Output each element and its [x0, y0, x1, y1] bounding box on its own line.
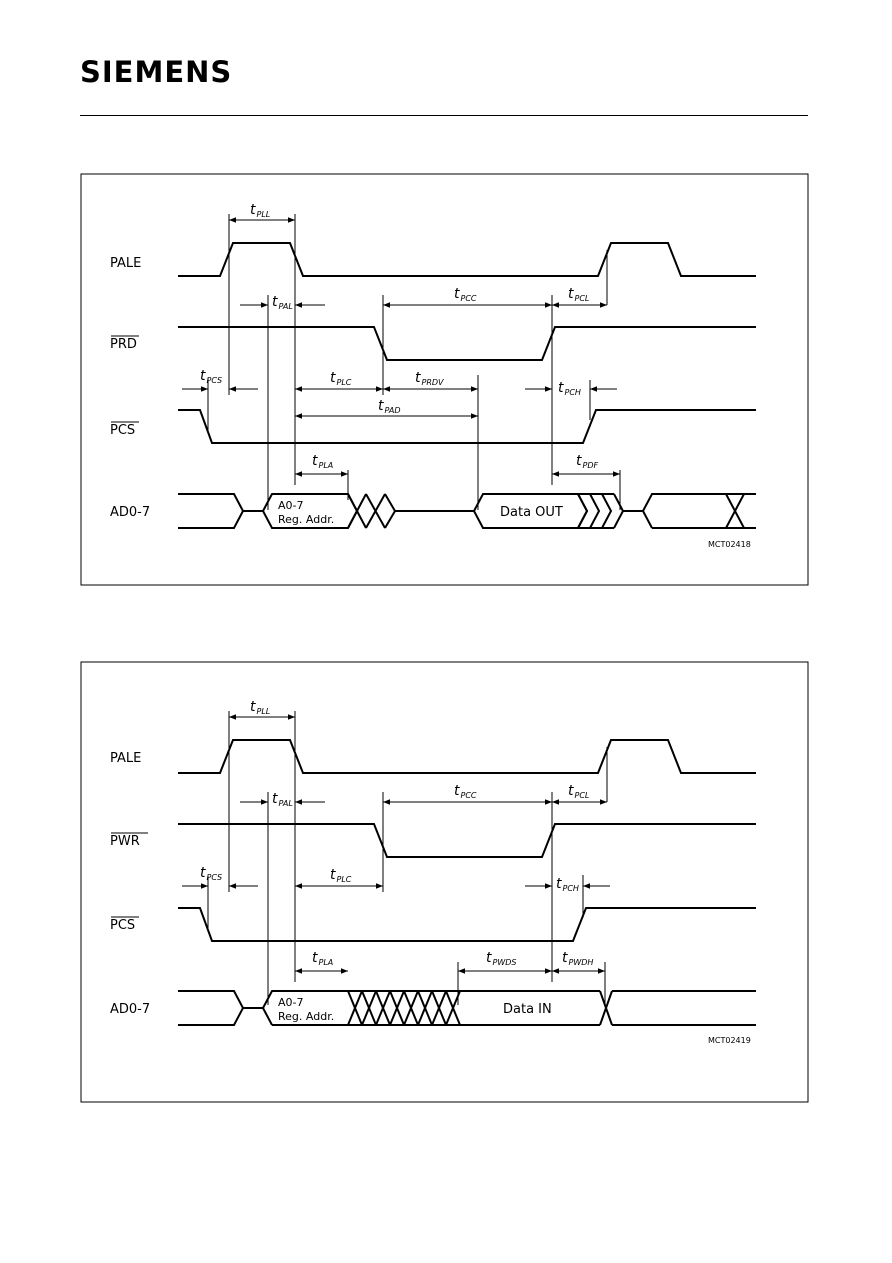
svg-text:tPRDV: tPRDV [415, 370, 444, 387]
label-pwds: PWDS [493, 958, 517, 967]
bus-label-address-2: A0-7 [278, 996, 304, 1009]
read-reference-lines [207, 214, 621, 510]
svg-text:tPDF: tPDF [576, 453, 598, 470]
write-timing-arrows [182, 714, 610, 974]
pwr-wave [178, 823, 756, 858]
svg-text:tPWDS: tPWDS [486, 950, 516, 967]
svg-text:tPCS: tPCS [200, 368, 222, 385]
label-pll-2: PLL [257, 707, 271, 716]
pcs-wave-2 [178, 907, 756, 942]
header-rule [80, 115, 808, 116]
label-pcc: PCC [461, 294, 477, 303]
ad-bus-before-2 [178, 990, 245, 1026]
ad-address-segment-2 [262, 990, 348, 1026]
svg-text:tPAD: tPAD [378, 398, 401, 415]
label-pcs: PCS [207, 376, 223, 385]
write-waveforms [178, 739, 756, 1026]
svg-text:tPLL: tPLL [250, 699, 270, 716]
signal-label-pale: PALE [110, 256, 141, 271]
svg-text:tPAL: tPAL [272, 791, 293, 808]
svg-text:tPCH: tPCH [558, 380, 581, 397]
label-pal: PAL [279, 302, 293, 311]
read-waveforms [178, 242, 756, 529]
signal-label-pcs: PCS [110, 423, 135, 438]
signal-label-prd: PRD [110, 337, 137, 352]
siemens-logo: SIEMENS [80, 55, 233, 89]
ad-bus-after-2 [612, 990, 756, 1026]
label-pll: PLL [257, 210, 271, 219]
svg-text:tPLL: tPLL [250, 202, 270, 219]
label-pla-2: PLA [319, 958, 334, 967]
figure-code-2: MCT02419 [708, 1036, 751, 1045]
signal-label-ad-2: AD0-7 [110, 1002, 150, 1017]
svg-text:tPCC: tPCC [454, 783, 477, 800]
prd-wave [178, 326, 756, 361]
svg-text:tPCH: tPCH [556, 876, 579, 893]
ad-bus-before [178, 493, 245, 529]
ad-data-in-cross [599, 990, 613, 1026]
ad-address-transition [347, 493, 397, 529]
write-panel-frame [80, 661, 809, 1103]
svg-text:tPCL: tPCL [568, 286, 589, 303]
ad-transition-crosses [347, 990, 461, 1026]
signal-label-pwr: PWR [110, 834, 140, 849]
bus-label-reg-addr-2: Reg. Addr. [278, 1010, 334, 1023]
label-plc-2: PLC [337, 875, 352, 884]
svg-text:tPLA: tPLA [312, 950, 333, 967]
read-panel-frame [80, 173, 809, 586]
figure-code-1: MCT02418 [708, 540, 751, 549]
label-pdf: PDF [583, 461, 599, 470]
pale-wave-2 [178, 739, 756, 774]
label-pwdh: PWDH [569, 958, 594, 967]
svg-text:tPLC: tPLC [330, 370, 352, 387]
pcs-wave [178, 409, 756, 444]
svg-text:tPWDH: tPWDH [562, 950, 593, 967]
ad-data-in-segment [460, 990, 600, 1026]
label-pcl-2: PCL [575, 791, 590, 800]
bus-label-reg-addr: Reg. Addr. [278, 513, 334, 526]
label-pcl: PCL [575, 294, 590, 303]
svg-text:tPLC: tPLC [330, 867, 352, 884]
svg-text:tPAL: tPAL [272, 294, 293, 311]
ad-bus-after [642, 493, 756, 529]
bus-label-address: A0-7 [278, 499, 304, 512]
pale-wave [178, 242, 756, 277]
read-timing-arrows [182, 217, 620, 477]
label-pcs-2: PCS [207, 873, 223, 882]
svg-text:tPCL: tPCL [568, 783, 589, 800]
label-pch: PCH [565, 388, 581, 397]
ad-data-release [577, 493, 625, 529]
signal-label-pale-2: PALE [110, 751, 141, 766]
signal-label-pcs-2: PCS [110, 918, 135, 933]
label-plc: PLC [337, 378, 352, 387]
label-pal-2: PAL [279, 799, 293, 808]
label-prdv: PRDV [422, 378, 445, 387]
svg-text:tPLA: tPLA [312, 453, 333, 470]
bus-label-data-in: Data IN [503, 1002, 552, 1017]
bus-label-data-out: Data OUT [500, 505, 563, 520]
label-pcc-2: PCC [461, 791, 477, 800]
signal-label-ad: AD0-7 [110, 505, 150, 520]
svg-text:tPCS: tPCS [200, 865, 222, 882]
label-pch-2: PCH [563, 884, 579, 893]
svg-text:tPCC: tPCC [454, 286, 477, 303]
label-pla: PLA [319, 461, 334, 470]
label-pad: PAD [385, 406, 401, 415]
